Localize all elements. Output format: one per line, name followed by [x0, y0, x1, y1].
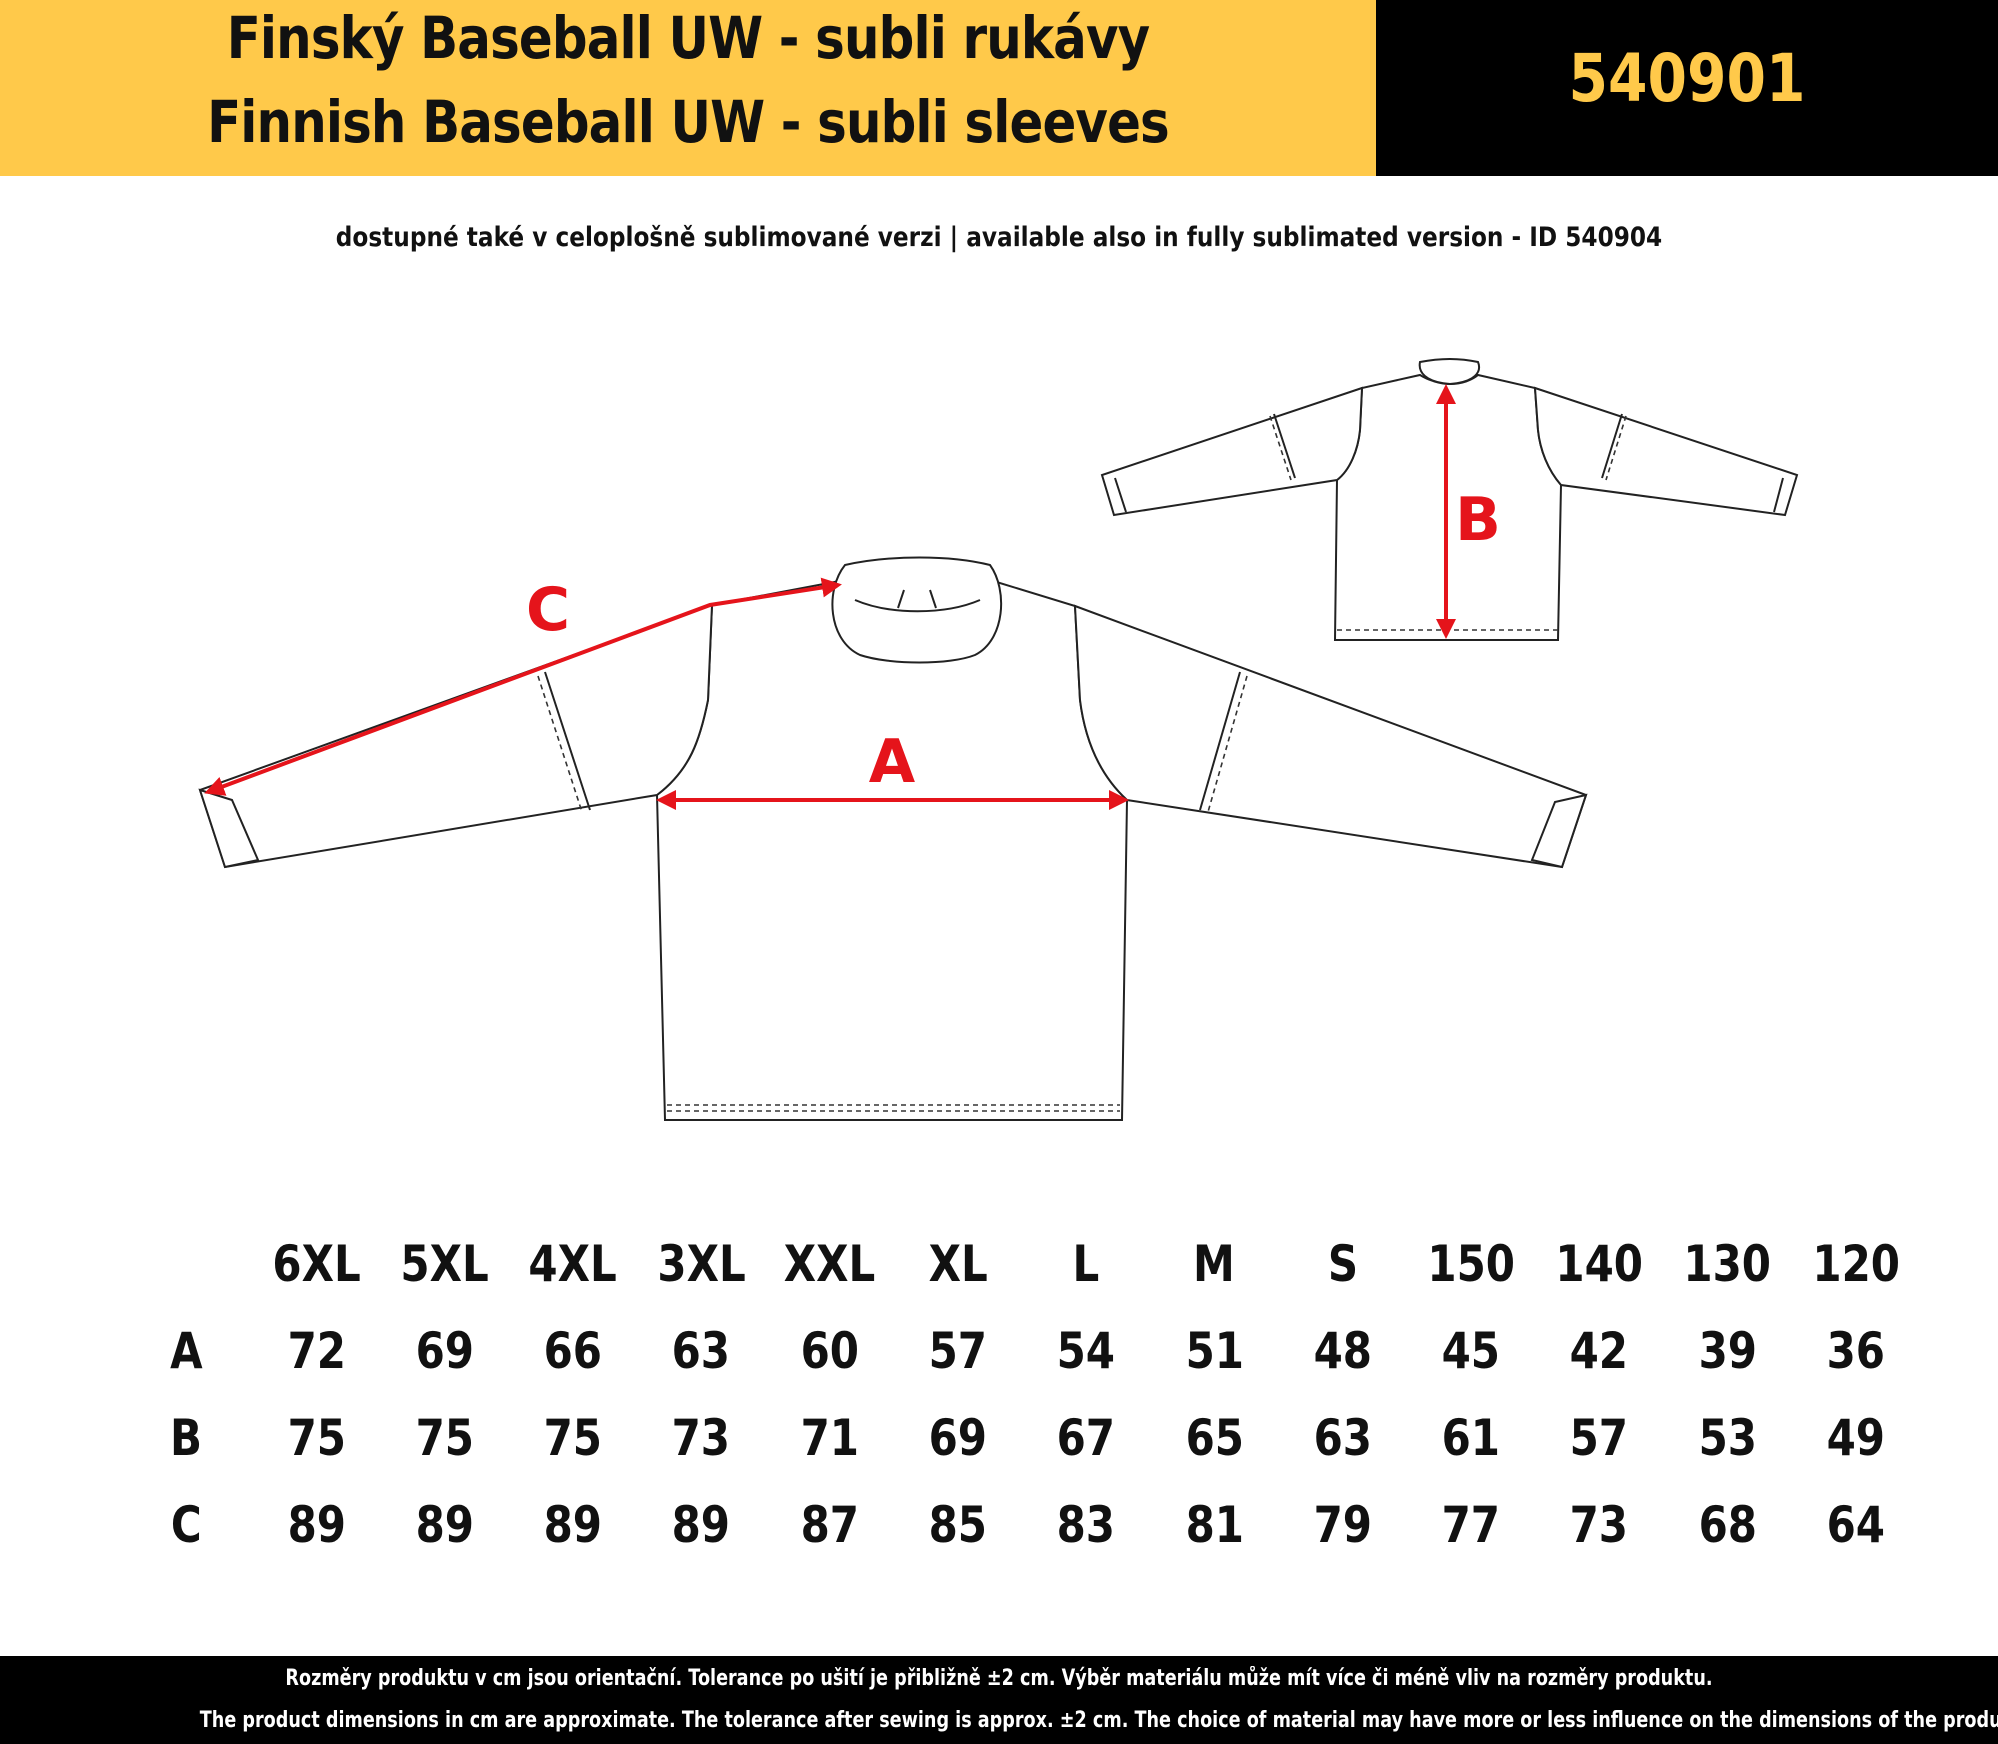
row-label-b: B [170, 1408, 203, 1467]
collar-detail [897, 589, 937, 609]
front-left-cuff [198, 788, 260, 869]
table-cell: 64 [1826, 1495, 1885, 1554]
size-header-cell: XL [928, 1234, 988, 1293]
size-header-cell: L [1072, 1234, 1100, 1293]
back-left-sleeve [1100, 386, 1364, 517]
table-cell: 89 [672, 1495, 731, 1554]
product-id: 540901 [1568, 40, 1806, 117]
size-header-cell: 5XL [400, 1234, 489, 1293]
back-view-shirt [1100, 358, 1799, 641]
table-cell: 67 [1056, 1408, 1116, 1467]
back-collar [1418, 358, 1480, 386]
measure-c-arrow [204, 577, 842, 796]
header-banner: Finský Baseball UW - subli rukávy Finnis… [0, 0, 1998, 176]
size-header-corner [120, 1220, 252, 1307]
table-cell: 45 [1441, 1321, 1501, 1380]
size-table: 6XL 5XL 4XL 3XL XXL XL L M S 150 140 130… [120, 1220, 1920, 1568]
table-cell: 57 [1569, 1408, 1629, 1467]
table-cell: 51 [1185, 1321, 1244, 1380]
back-cuffs [1114, 477, 1784, 513]
table-cell: 57 [928, 1321, 988, 1380]
table-cell: 87 [800, 1495, 859, 1554]
front-view-shirt [198, 556, 1588, 1121]
table-cell: 72 [287, 1321, 346, 1380]
row-label-a: A [169, 1321, 203, 1380]
title-english: Finnish Baseball UW - subli sleeves [207, 88, 1170, 156]
size-header-cell: XXL [783, 1234, 876, 1293]
header-id-panel [1376, 0, 1998, 176]
table-cell: 61 [1441, 1408, 1501, 1467]
table-cell: 79 [1313, 1495, 1372, 1554]
right-sleeve-stitch [1207, 675, 1248, 813]
table-cell: 83 [1056, 1495, 1116, 1554]
title-czech: Finský Baseball UW - subli rukávy [226, 4, 1150, 72]
front-left-sleeve [198, 603, 714, 869]
size-header-cell: 120 [1811, 1234, 1900, 1293]
table-cell: 73 [672, 1408, 731, 1467]
table-cell: 68 [1698, 1495, 1757, 1554]
footer-disclaimer: Rozměry produktu v cm jsou orientační. T… [0, 1656, 1998, 1744]
table-cell: 49 [1826, 1408, 1885, 1467]
table-cell: 60 [800, 1321, 859, 1380]
table-cell: 85 [928, 1495, 988, 1554]
back-right-sleeve [1533, 386, 1799, 517]
table-cell: 89 [287, 1495, 346, 1554]
table-cell: 53 [1698, 1408, 1757, 1467]
size-row-c: C 89 89 89 89 87 85 83 81 79 77 73 68 64 [120, 1481, 1920, 1568]
table-cell: 89 [415, 1495, 474, 1554]
size-row-a: A 72 69 66 63 60 57 54 51 48 45 42 39 36 [120, 1307, 1920, 1394]
availability-note: dostupné také v celoplošně sublimované v… [335, 222, 1663, 253]
table-cell: 54 [1056, 1321, 1116, 1380]
size-header-cell: 140 [1555, 1234, 1643, 1293]
table-cell: 75 [543, 1408, 603, 1467]
table-cell: 77 [1441, 1495, 1501, 1554]
header-title-panel [0, 0, 1376, 176]
table-cell: 36 [1826, 1321, 1885, 1380]
size-row-b: B 75 75 75 73 71 69 67 65 63 61 57 53 49 [120, 1394, 1920, 1481]
back-right-sleeve-seam [1601, 413, 1623, 479]
size-header-cell: 6XL [272, 1234, 361, 1293]
table-cell: 75 [415, 1408, 474, 1467]
table-cell: 63 [672, 1321, 731, 1380]
table-cell: 39 [1698, 1321, 1757, 1380]
back-right-sleeve-stitch [1605, 415, 1627, 481]
size-header-cell: 3XL [657, 1234, 746, 1293]
back-left-sleeve-stitch [1269, 415, 1292, 481]
table-cell: 69 [415, 1321, 474, 1380]
measure-c-label: C [526, 575, 570, 645]
size-header-cell: 150 [1427, 1234, 1515, 1293]
front-right-cuff [1530, 793, 1588, 869]
table-cell: 71 [800, 1408, 859, 1467]
table-cell: 81 [1185, 1495, 1244, 1554]
table-cell: 75 [287, 1408, 346, 1467]
table-cell: 42 [1569, 1321, 1629, 1380]
footer-note-english: The product dimensions in cm are approxi… [199, 1708, 1998, 1733]
front-collar [831, 556, 1003, 664]
collar-inner [854, 599, 981, 613]
table-cell: 73 [1569, 1495, 1629, 1554]
back-left-sleeve-seam [1273, 413, 1296, 479]
size-header-row: 6XL 5XL 4XL 3XL XXL XL L M S 150 140 130… [120, 1220, 1920, 1307]
size-header-cell: M [1193, 1234, 1236, 1293]
size-header-cell: 4XL [528, 1234, 618, 1293]
table-cell: 63 [1313, 1408, 1372, 1467]
measure-a-label: A [869, 727, 916, 797]
row-label-c: C [170, 1495, 202, 1554]
garment-illustration: A B C [198, 358, 1799, 1121]
table-cell: 48 [1313, 1321, 1372, 1380]
right-sleeve-seam [1199, 671, 1241, 811]
table-cell: 89 [543, 1495, 603, 1554]
table-cell: 66 [543, 1321, 603, 1380]
size-header-cell: 130 [1683, 1234, 1772, 1293]
table-cell: 69 [928, 1408, 988, 1467]
footer-note-czech: Rozměry produktu v cm jsou orientační. T… [285, 1666, 1713, 1691]
measure-b-label: B [1455, 485, 1501, 555]
size-header-cell: S [1327, 1234, 1358, 1293]
front-right-sleeve [1073, 604, 1588, 869]
table-cell: 65 [1185, 1408, 1244, 1467]
